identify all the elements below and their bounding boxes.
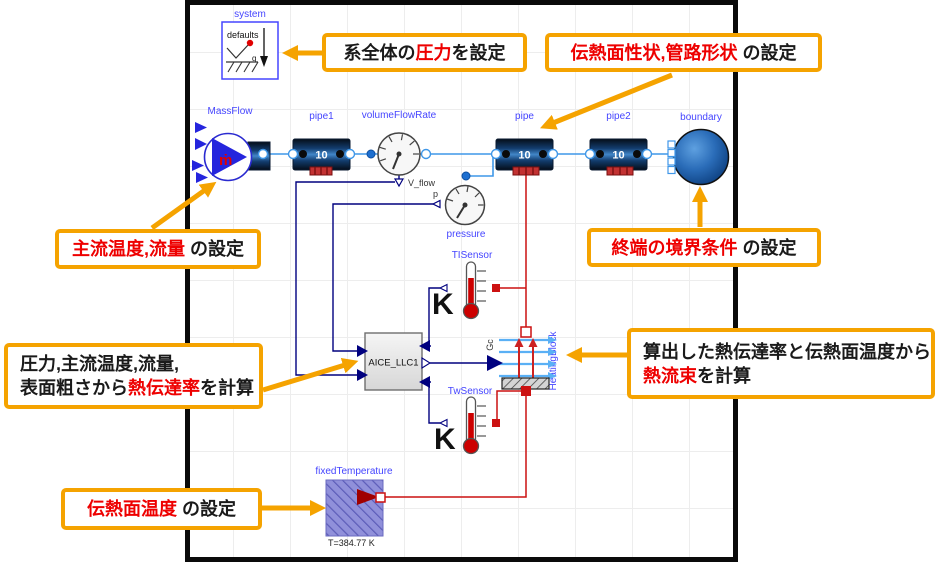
tisensor-label: TISensor [451,250,493,261]
callout-heat-flux-calc: 算出した熱伝達率と伝熱面温度から 熱流束を計算 [627,328,935,399]
callout-terminal-boundary: 終端の境界条件 の設定 [587,228,821,267]
twsensor-label: TwSensor [447,386,493,397]
system-label: system [234,9,266,20]
callout-text: 伝熱面温度 の設定 [86,499,236,519]
pressure-label: pressure [446,229,486,240]
fixedtemperature-label: fixedTemperature [315,466,393,477]
callout-system-pressure: 系全体の圧力を設定 [322,33,527,72]
gc-input-label: Gc [485,339,495,351]
pipe1-label: pipe1 [309,111,334,122]
volumeflowrate-label: volumeFlowRate [361,110,437,121]
callout-mainstream-temp-flow: 主流温度,流量 の設定 [55,229,261,269]
fixedtemperature-value: T=384.77 K [328,538,375,548]
p-output-label: p [433,189,439,199]
pipe-label: pipe [515,111,534,122]
callout-text: 系全体の圧力を設定 [343,42,506,63]
heatingblock-label: HeatingBlock [548,331,559,391]
diagram-canvas[interactable] [185,0,738,562]
callout-text-line1: 算出した熱伝達率と伝熱面温度から [643,341,931,362]
massflow-label: MassFlow [207,106,253,117]
callout-text-line2: 熱流束を計算 [643,365,751,386]
callout-surface-temp: 伝熱面温度 の設定 [61,488,262,530]
tisensor-unit: K [432,288,454,321]
callout-htc-calc: 圧力,主流温度,流量, 表面粗さから熱伝達率を計算 [4,343,263,409]
callout-text-line1: 圧力,主流温度,流量, [20,354,180,374]
callout-text: 伝熱面性状,管路形状 の設定 [570,42,797,63]
fixedtemperature-unit: K [329,494,353,531]
boundary-label: boundary [680,112,722,123]
callout-text-line2: 表面粗さから熱伝達率を計算 [20,378,254,398]
callout-text: 終端の境界条件 の設定 [611,237,797,258]
callout-heat-surface-pipe-shape: 伝熱面性状,管路形状 の設定 [545,33,822,72]
twsensor-unit: K [434,423,456,456]
pipe2-label: pipe2 [606,111,631,122]
callout-text: 主流温度,流量 の設定 [71,239,245,259]
vflow-output-label: V_flow [408,178,436,188]
